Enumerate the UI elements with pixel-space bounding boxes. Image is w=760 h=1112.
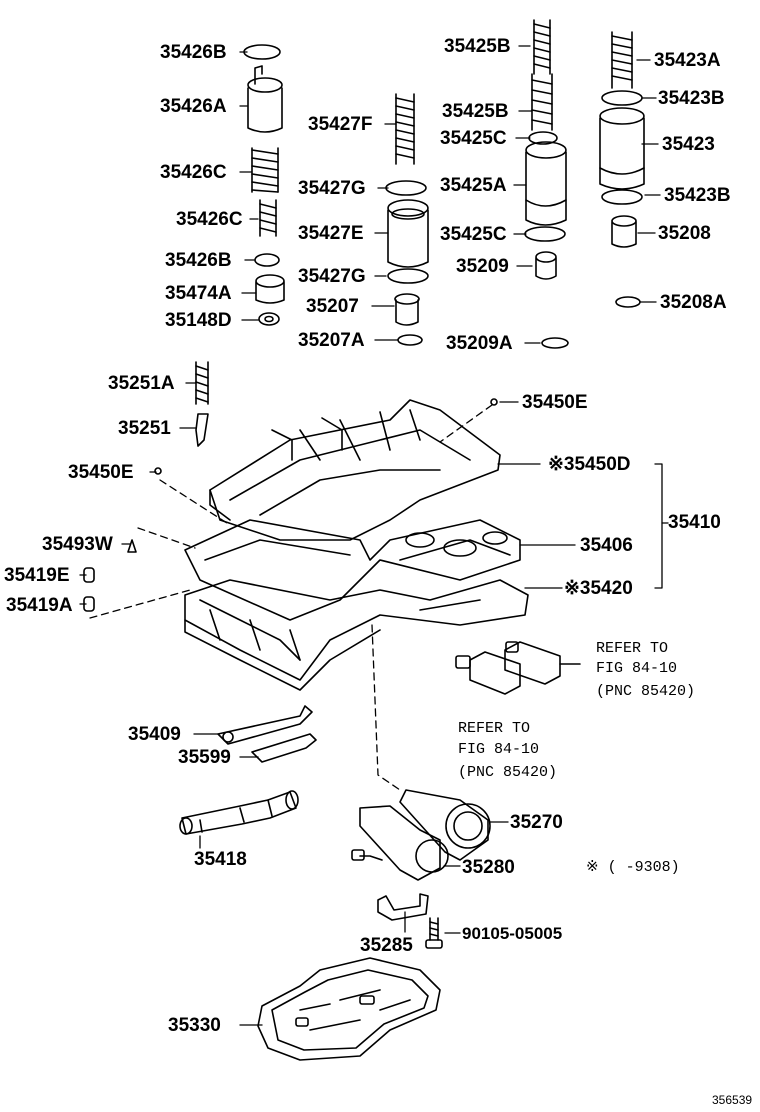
refer-right-line3: (PNC 85420) xyxy=(596,683,696,700)
label-35427G-a: 35427G xyxy=(298,178,366,199)
label-35425C-b: 35425C xyxy=(440,224,507,245)
label-35285: 35285 xyxy=(360,935,413,956)
label-35423B-a: 35423B xyxy=(658,88,725,109)
label-35423B-b: 35423B xyxy=(664,185,731,206)
label-35270: 35270 xyxy=(510,812,563,833)
label-35425A: 35425A xyxy=(440,175,507,196)
label-35426B-bottom: 35426B xyxy=(165,250,232,271)
label-35208A: 35208A xyxy=(660,292,727,313)
figure-number: 356539 xyxy=(712,1093,753,1107)
label-35450E-left: 35450E xyxy=(68,462,134,483)
label-35410: 35410 xyxy=(668,512,721,533)
plate-35599 xyxy=(251,733,317,763)
label-35209A: 35209A xyxy=(446,333,513,354)
label-35427E: 35427E xyxy=(298,223,364,244)
plate-35409 xyxy=(217,705,313,745)
label-35418: 35418 xyxy=(194,849,247,870)
label-35425B-b: 35425B xyxy=(442,101,509,122)
label-35425C-a: 35425C xyxy=(440,128,507,149)
valve-35425-group xyxy=(524,19,569,349)
label-35406: 35406 xyxy=(580,535,633,556)
solenoid-35280 xyxy=(351,805,449,881)
small-parts-left xyxy=(83,539,137,612)
label-35420: ※35420 xyxy=(564,578,633,599)
refer-left-line1: REFER TO xyxy=(458,720,531,737)
label-35208: 35208 xyxy=(658,223,711,244)
label-35330: 35330 xyxy=(168,1015,221,1036)
oil-pan-35330 xyxy=(257,957,441,1061)
label-35450E-right: 35450E xyxy=(522,392,588,413)
date-note: ※ ( -9308) xyxy=(586,859,680,876)
solenoid-35270 xyxy=(399,789,491,861)
label-35148D: 35148D xyxy=(165,310,232,331)
label-35425B-a: 35425B xyxy=(444,36,511,57)
bracket-35285 xyxy=(377,893,429,921)
valve-35418 xyxy=(179,790,299,835)
refer-right-line2: FIG 84-10 xyxy=(596,660,678,677)
refer-left-line2: FIG 84-10 xyxy=(458,741,540,758)
valve-35426-group xyxy=(243,44,285,326)
label-35426A: 35426A xyxy=(160,96,227,117)
label-35427G-b: 35427G xyxy=(298,266,366,287)
label-35251A: 35251A xyxy=(108,373,175,394)
label-35209: 35209 xyxy=(456,256,509,277)
label-35419A: 35419A xyxy=(6,595,73,616)
label-35207: 35207 xyxy=(306,296,359,317)
leader-lines xyxy=(79,45,669,1026)
solenoid-connectors xyxy=(455,641,581,695)
label-35423: 35423 xyxy=(662,134,715,155)
label-35427F: 35427F xyxy=(308,114,373,135)
label-35426C-a: 35426C xyxy=(160,162,227,183)
valve-body-assembly xyxy=(184,399,529,691)
label-35426B-top: 35426B xyxy=(160,42,227,63)
label-35423A: 35423A xyxy=(654,50,721,71)
label-35419E: 35419E xyxy=(4,565,70,586)
valve-35251-group xyxy=(154,361,498,475)
valve-35427-group xyxy=(385,93,429,346)
label-35207A: 35207A xyxy=(298,330,365,351)
label-35280: 35280 xyxy=(462,857,515,878)
label-35493W: 35493W xyxy=(42,534,113,555)
label-35409: 35409 xyxy=(128,724,181,745)
label-90105-05005: 90105-05005 xyxy=(462,924,563,943)
label-35474A: 35474A xyxy=(165,283,232,304)
label-35251: 35251 xyxy=(118,418,171,439)
refer-left-line3: (PNC 85420) xyxy=(458,764,558,781)
refer-right-line1: REFER TO xyxy=(596,640,669,657)
label-35450D: ※35450D xyxy=(548,454,631,475)
bolt-90105 xyxy=(425,917,443,949)
label-35426C-b: 35426C xyxy=(176,209,243,230)
valve-35423-group xyxy=(599,31,645,308)
label-35599: 35599 xyxy=(178,747,231,768)
